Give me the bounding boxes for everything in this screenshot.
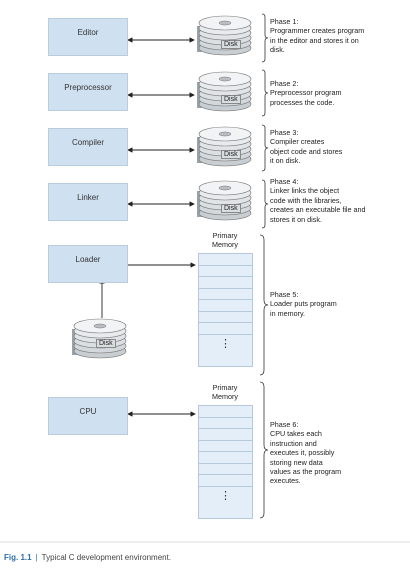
preprocessor-label: Preprocessor bbox=[64, 83, 112, 92]
phase-5-text: Phase 5: Loader puts program in memory. bbox=[270, 290, 337, 318]
disk-label: Disk bbox=[221, 150, 241, 159]
brace-icon bbox=[261, 13, 269, 63]
editor-box: Editor bbox=[48, 18, 128, 56]
preprocessor-box: Preprocessor bbox=[48, 73, 128, 111]
figure-caption: Fig. 1.1|Typical C development environme… bbox=[4, 553, 171, 562]
brace-icon bbox=[259, 381, 269, 519]
memory-ellipsis: ⋮ bbox=[220, 338, 231, 350]
disk-label: Disk bbox=[221, 40, 241, 49]
cpu-label: CPU bbox=[79, 407, 97, 416]
disk-icon bbox=[194, 67, 252, 113]
loader-box: Loader bbox=[48, 245, 128, 283]
compiler-box: Compiler bbox=[48, 128, 128, 166]
brace-icon bbox=[261, 69, 269, 117]
brace-icon bbox=[261, 124, 269, 172]
phase-6-text: Phase 6: CPU takes each instruction and … bbox=[270, 420, 342, 486]
primary-memory bbox=[198, 253, 253, 367]
compiler-label: Compiler bbox=[71, 138, 104, 147]
primary-memory-label: Primary Memory bbox=[212, 231, 238, 250]
brace-icon bbox=[259, 234, 269, 376]
cpu-box: CPU bbox=[48, 397, 128, 435]
linker-label: Linker bbox=[77, 193, 99, 202]
primary-memory-label: Primary Memory bbox=[212, 383, 238, 402]
caption-separator: | bbox=[35, 553, 38, 562]
linker-box: Linker bbox=[48, 183, 128, 221]
phase-4-text: Phase 4: Linker links the object code wi… bbox=[270, 177, 366, 224]
phase-3-text: Phase 3: Compiler creates object code an… bbox=[270, 128, 343, 166]
disk-label: Disk bbox=[221, 95, 241, 104]
brace-icon bbox=[261, 179, 269, 229]
disk-icon bbox=[194, 176, 252, 222]
primary-memory bbox=[198, 405, 253, 519]
disk-icon bbox=[194, 11, 252, 57]
disk-icon bbox=[69, 314, 127, 360]
phase-2-text: Phase 2: Preprocessor program processes … bbox=[270, 79, 342, 107]
editor-label: Editor bbox=[77, 28, 99, 37]
caption-text: Typical C development environment. bbox=[41, 553, 172, 562]
figure-number: Fig. 1.1 bbox=[4, 553, 32, 562]
disk-label: Disk bbox=[221, 204, 241, 213]
disk-icon bbox=[194, 122, 252, 168]
phase-1-text: Phase 1: Programmer creates program in t… bbox=[270, 17, 365, 55]
loader-label: Loader bbox=[75, 255, 101, 264]
disk-label: Disk bbox=[96, 339, 116, 348]
memory-ellipsis: ⋮ bbox=[220, 490, 231, 502]
